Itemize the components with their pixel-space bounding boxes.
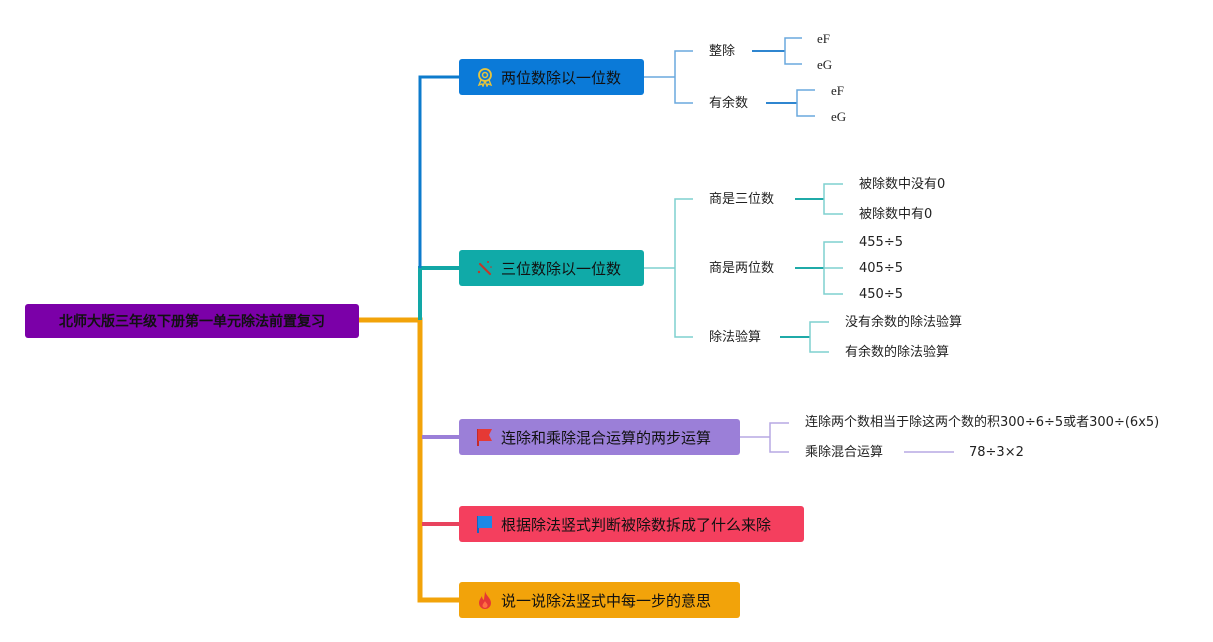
blue-flag-icon: [475, 514, 495, 534]
branch-label: 说一说除法竖式中每一步的意思: [501, 591, 712, 610]
topic-two-digit-quotient[interactable]: 商是两位数: [709, 261, 775, 276]
root-node[interactable]: 北师大版三年级下册第一单元除法前置复习: [25, 304, 359, 338]
topic-exact-division[interactable]: 整除: [709, 44, 736, 59]
branch-2-subconnectors: [644, 183, 843, 353]
branch-label: 根据除法竖式判断被除数拆成了什么来除: [501, 515, 772, 534]
branch-node-mixed-operations[interactable]: 连除和乘除混合运算的两步运算: [459, 419, 740, 455]
topic-consecutive-division[interactable]: 连除两个数相当于除这两个数的积300÷6÷5或者300÷(6x5): [805, 415, 1160, 430]
leaf-item[interactable]: 有余数的除法验算: [845, 345, 950, 360]
branch-node-three-digit-division[interactable]: 三位数除以一位数: [459, 250, 644, 286]
leaf-item[interactable]: 没有余数的除法验算: [845, 315, 963, 330]
branch-label: 两位数除以一位数: [501, 68, 622, 87]
topic-with-remainder[interactable]: 有余数: [709, 96, 749, 111]
leaf-item[interactable]: 450÷5: [859, 287, 903, 302]
trunk-connector: [359, 317, 460, 603]
leaf-item[interactable]: 被除数中没有0: [859, 177, 946, 192]
magic-wand-icon: [475, 258, 495, 278]
leaf-item[interactable]: eG: [831, 109, 847, 124]
leaf-item[interactable]: 405÷5: [859, 261, 903, 276]
topic-mixed-multiply-divide[interactable]: 乘除混合运算: [805, 445, 884, 460]
fire-icon: [475, 590, 495, 610]
branch-label: 三位数除以一位数: [501, 259, 622, 278]
leaf-item[interactable]: 被除数中有0: [859, 207, 933, 222]
branch-3-subconnectors: [740, 422, 954, 453]
leaf-item[interactable]: eG: [817, 57, 833, 72]
award-icon: [475, 67, 495, 88]
topic-three-digit-quotient[interactable]: 商是三位数: [709, 192, 775, 207]
topic-division-check[interactable]: 除法验算: [709, 330, 762, 345]
connector-branch-2: [418, 266, 460, 320]
branch-label: 连除和乘除混合运算的两步运算: [501, 428, 712, 447]
leaf-item[interactable]: 455÷5: [859, 235, 903, 250]
leaf-item[interactable]: eF: [831, 83, 844, 98]
leaf-item[interactable]: eF: [817, 31, 830, 46]
branch-1-subconnectors: [644, 37, 815, 117]
branch-node-vertical-form-split[interactable]: 根据除法竖式判断被除数拆成了什么来除: [459, 506, 804, 542]
branch-node-explain-steps[interactable]: 说一说除法竖式中每一步的意思: [459, 582, 740, 618]
red-flag-icon: [475, 427, 495, 447]
leaf-item[interactable]: 78÷3×2: [969, 445, 1024, 460]
branch-node-two-digit-division[interactable]: 两位数除以一位数: [459, 59, 644, 95]
connector-branch-1: [418, 75, 460, 268]
root-label: 北师大版三年级下册第一单元除法前置复习: [59, 314, 325, 330]
